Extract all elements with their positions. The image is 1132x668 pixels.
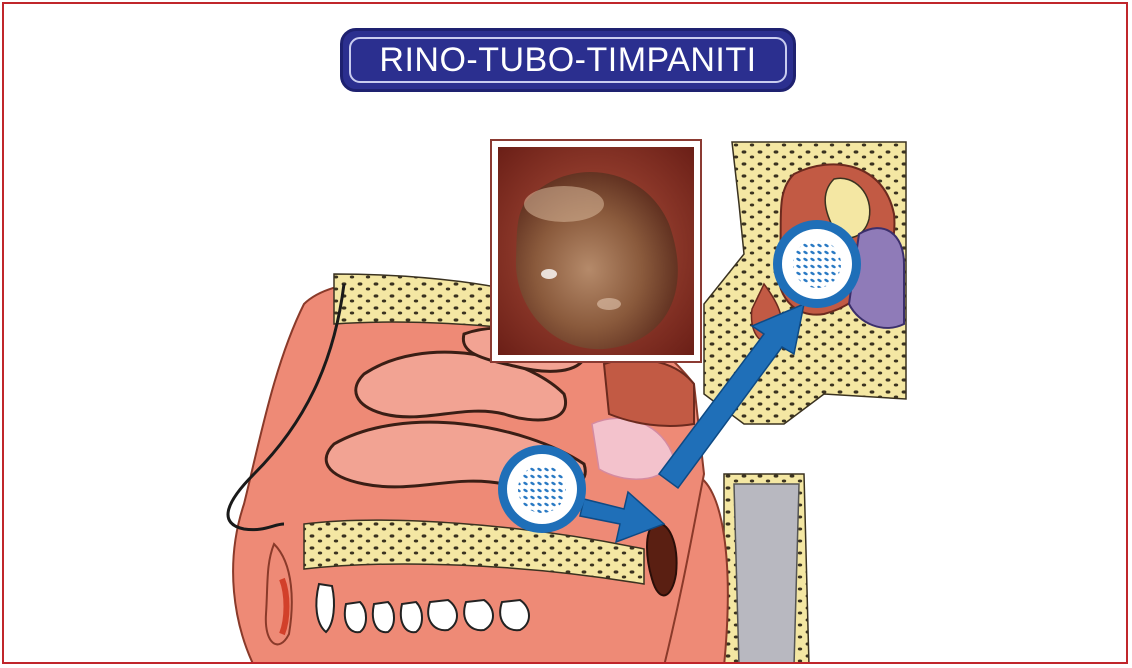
bacteria-badge-nose xyxy=(498,445,586,533)
bacteria-badge-ear xyxy=(773,220,861,308)
otoscopy-photo xyxy=(491,140,701,362)
bacteria-icon xyxy=(518,465,566,513)
anatomy-illustration xyxy=(4,4,1128,664)
bacteria-icon xyxy=(793,240,841,288)
